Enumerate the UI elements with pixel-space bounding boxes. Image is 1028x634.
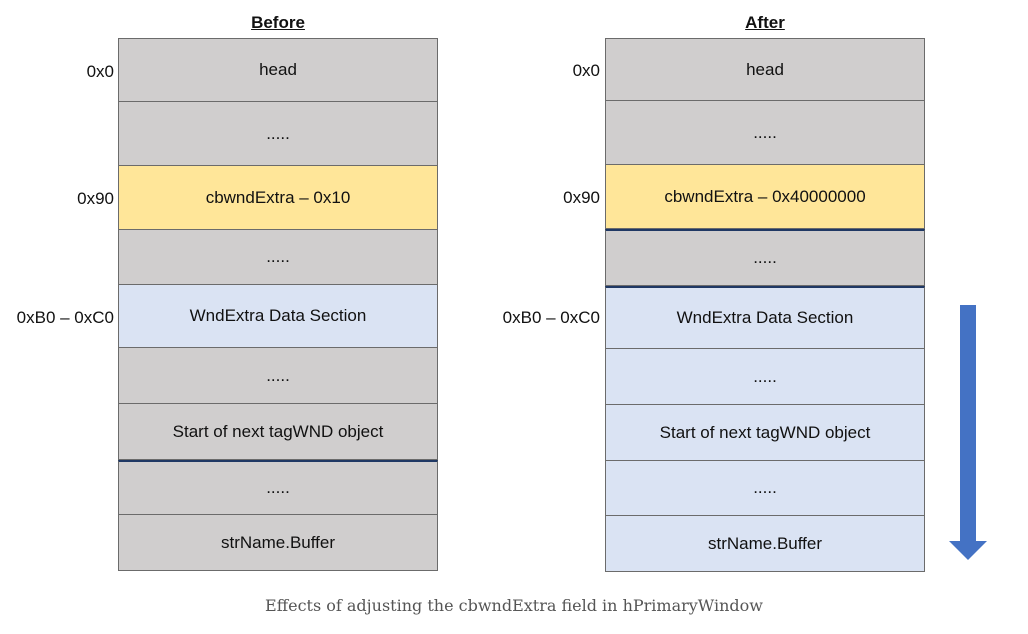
after-cell-next-tagwnd: Start of next tagWND object [605, 405, 925, 461]
before-title: Before [251, 13, 305, 32]
before-address-cbwndextra: 0x90 [77, 189, 114, 208]
after-memory-stack: head ..... cbwndExtra – 0x40000000 .....… [605, 38, 925, 572]
after-title: After [745, 13, 785, 32]
down-arrow-icon [949, 305, 987, 560]
after-cell-ellipsis-1: ..... [605, 101, 925, 165]
after-cell-ellipsis-4: ..... [605, 461, 925, 516]
after-address-head: 0x0 [572, 61, 600, 80]
before-cell-wndextra-data: WndExtra Data Section [118, 285, 438, 348]
before-cell-cbwndextra: cbwndExtra – 0x10 [118, 166, 438, 230]
before-cell-ellipsis-3: ..... [118, 348, 438, 404]
after-cell-cbwndextra: cbwndExtra – 0x40000000 [605, 165, 925, 229]
arrow-shaft [960, 305, 976, 541]
before-cell-strname-buffer: strName.Buffer [118, 515, 438, 571]
after-address-wndextra: 0xB0 – 0xC0 [502, 308, 600, 327]
after-address-cbwndextra: 0x90 [563, 188, 600, 207]
before-cell-next-tagwnd: Start of next tagWND object [118, 404, 438, 460]
after-cell-ellipsis-3: ..... [605, 349, 925, 405]
arrow-head [949, 541, 987, 560]
before-cell-head: head [118, 38, 438, 102]
after-cell-wndextra-data: WndExtra Data Section [605, 286, 925, 349]
before-cell-ellipsis-2: ..... [118, 230, 438, 285]
after-cell-ellipsis-2: ..... [605, 229, 925, 286]
before-cell-ellipsis-1: ..... [118, 102, 438, 166]
before-cell-ellipsis-4: ..... [118, 460, 438, 515]
figure-caption: Effects of adjusting the cbwndExtra fiel… [265, 596, 763, 615]
before-address-head: 0x0 [86, 62, 114, 81]
before-memory-stack: head ..... cbwndExtra – 0x10 ..... WndEx… [118, 38, 438, 571]
after-cell-head: head [605, 38, 925, 101]
after-cell-strname-buffer: strName.Buffer [605, 516, 925, 572]
before-address-wndextra: 0xB0 – 0xC0 [16, 308, 114, 327]
